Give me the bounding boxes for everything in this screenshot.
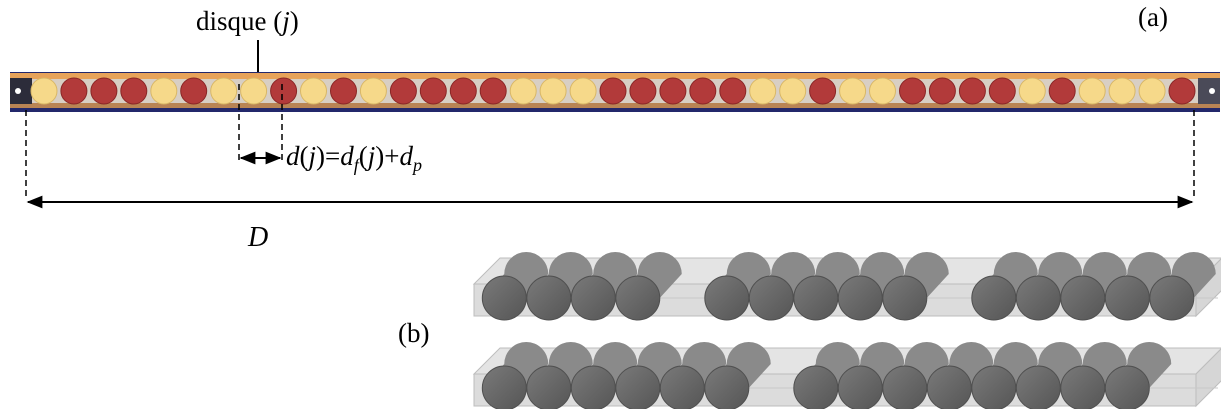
cylinder [1104,365,1150,409]
photo-disc [928,77,956,105]
photo-disc [1018,77,1046,105]
photo-disc [779,77,807,105]
photo-disc [150,77,178,105]
photo-disc [599,77,627,105]
photo-disc [359,77,387,105]
photo-disc [958,77,986,105]
photo-disc [1108,77,1136,105]
cylinder [615,275,661,321]
photo-disc [300,77,327,105]
cylinder [882,365,928,409]
photo-disc [210,77,238,105]
photo-disc [659,77,687,105]
D-label: D [247,222,268,253]
cylinder [570,365,616,409]
photo-disc [1138,77,1166,105]
cylinder [748,275,794,321]
cylinder [793,275,839,321]
cylinder [1015,365,1061,409]
photo-disc [869,77,896,105]
cylinder [926,365,972,409]
photo-disc [419,77,447,105]
photo-disc [330,77,357,105]
rail-top-edge [10,73,1220,79]
cylinder [1149,275,1195,321]
photo-disc [569,77,597,105]
formula-label: d(j)=df(j)+dp [286,141,422,175]
cylinder [1060,275,1106,321]
photo-disc [509,77,537,105]
cylinder [971,275,1017,321]
photo-disc [629,77,657,105]
rail-bottom-edge [10,103,1220,108]
cylinder [481,365,527,409]
photo-disc [1078,77,1106,105]
cylinder [570,275,616,321]
photo-disc [180,77,208,105]
cylinder-row-2 [472,342,1221,409]
photo-disc [479,77,507,105]
photo-disc [719,77,747,105]
photo-disc [389,77,417,105]
cylinder [971,365,1017,409]
photo-disc [270,77,298,105]
disque-label: disque (j) [196,6,299,36]
photo-disc [1168,77,1196,105]
photo-disc [120,77,148,105]
photo-disc [809,77,837,105]
cylinder-row-1 [472,252,1221,321]
photo-strip [10,72,1220,112]
panel-a-label: (a) [1138,2,1168,32]
photo-disc [30,77,58,105]
cylinder [704,365,750,409]
cylinder [1104,275,1150,321]
photo-disc [899,77,926,105]
photo-disc [689,77,717,105]
left-screw-icon [15,88,21,94]
photo-disc [449,77,477,105]
photo-disc [988,77,1016,105]
panel-b-label: (b) [398,318,429,348]
photo-disc [749,77,777,105]
cylinder [481,275,527,321]
photo-disc [60,77,88,105]
cylinder [882,275,928,321]
cylinder [615,365,661,409]
photo-disc [240,77,268,105]
cylinder [837,365,883,409]
cylinder [793,365,839,409]
cylinder [1060,365,1106,409]
photo-disc [1048,77,1076,105]
photo-disc [839,77,867,105]
cylinder [1015,275,1061,321]
cylinder [837,275,883,321]
photo-disc [539,77,567,105]
cylinder [659,365,705,409]
right-screw-icon [1209,88,1215,94]
cylinder [704,275,750,321]
photo-disc [90,77,118,105]
cylinder [526,275,572,321]
cylinder [526,365,572,409]
